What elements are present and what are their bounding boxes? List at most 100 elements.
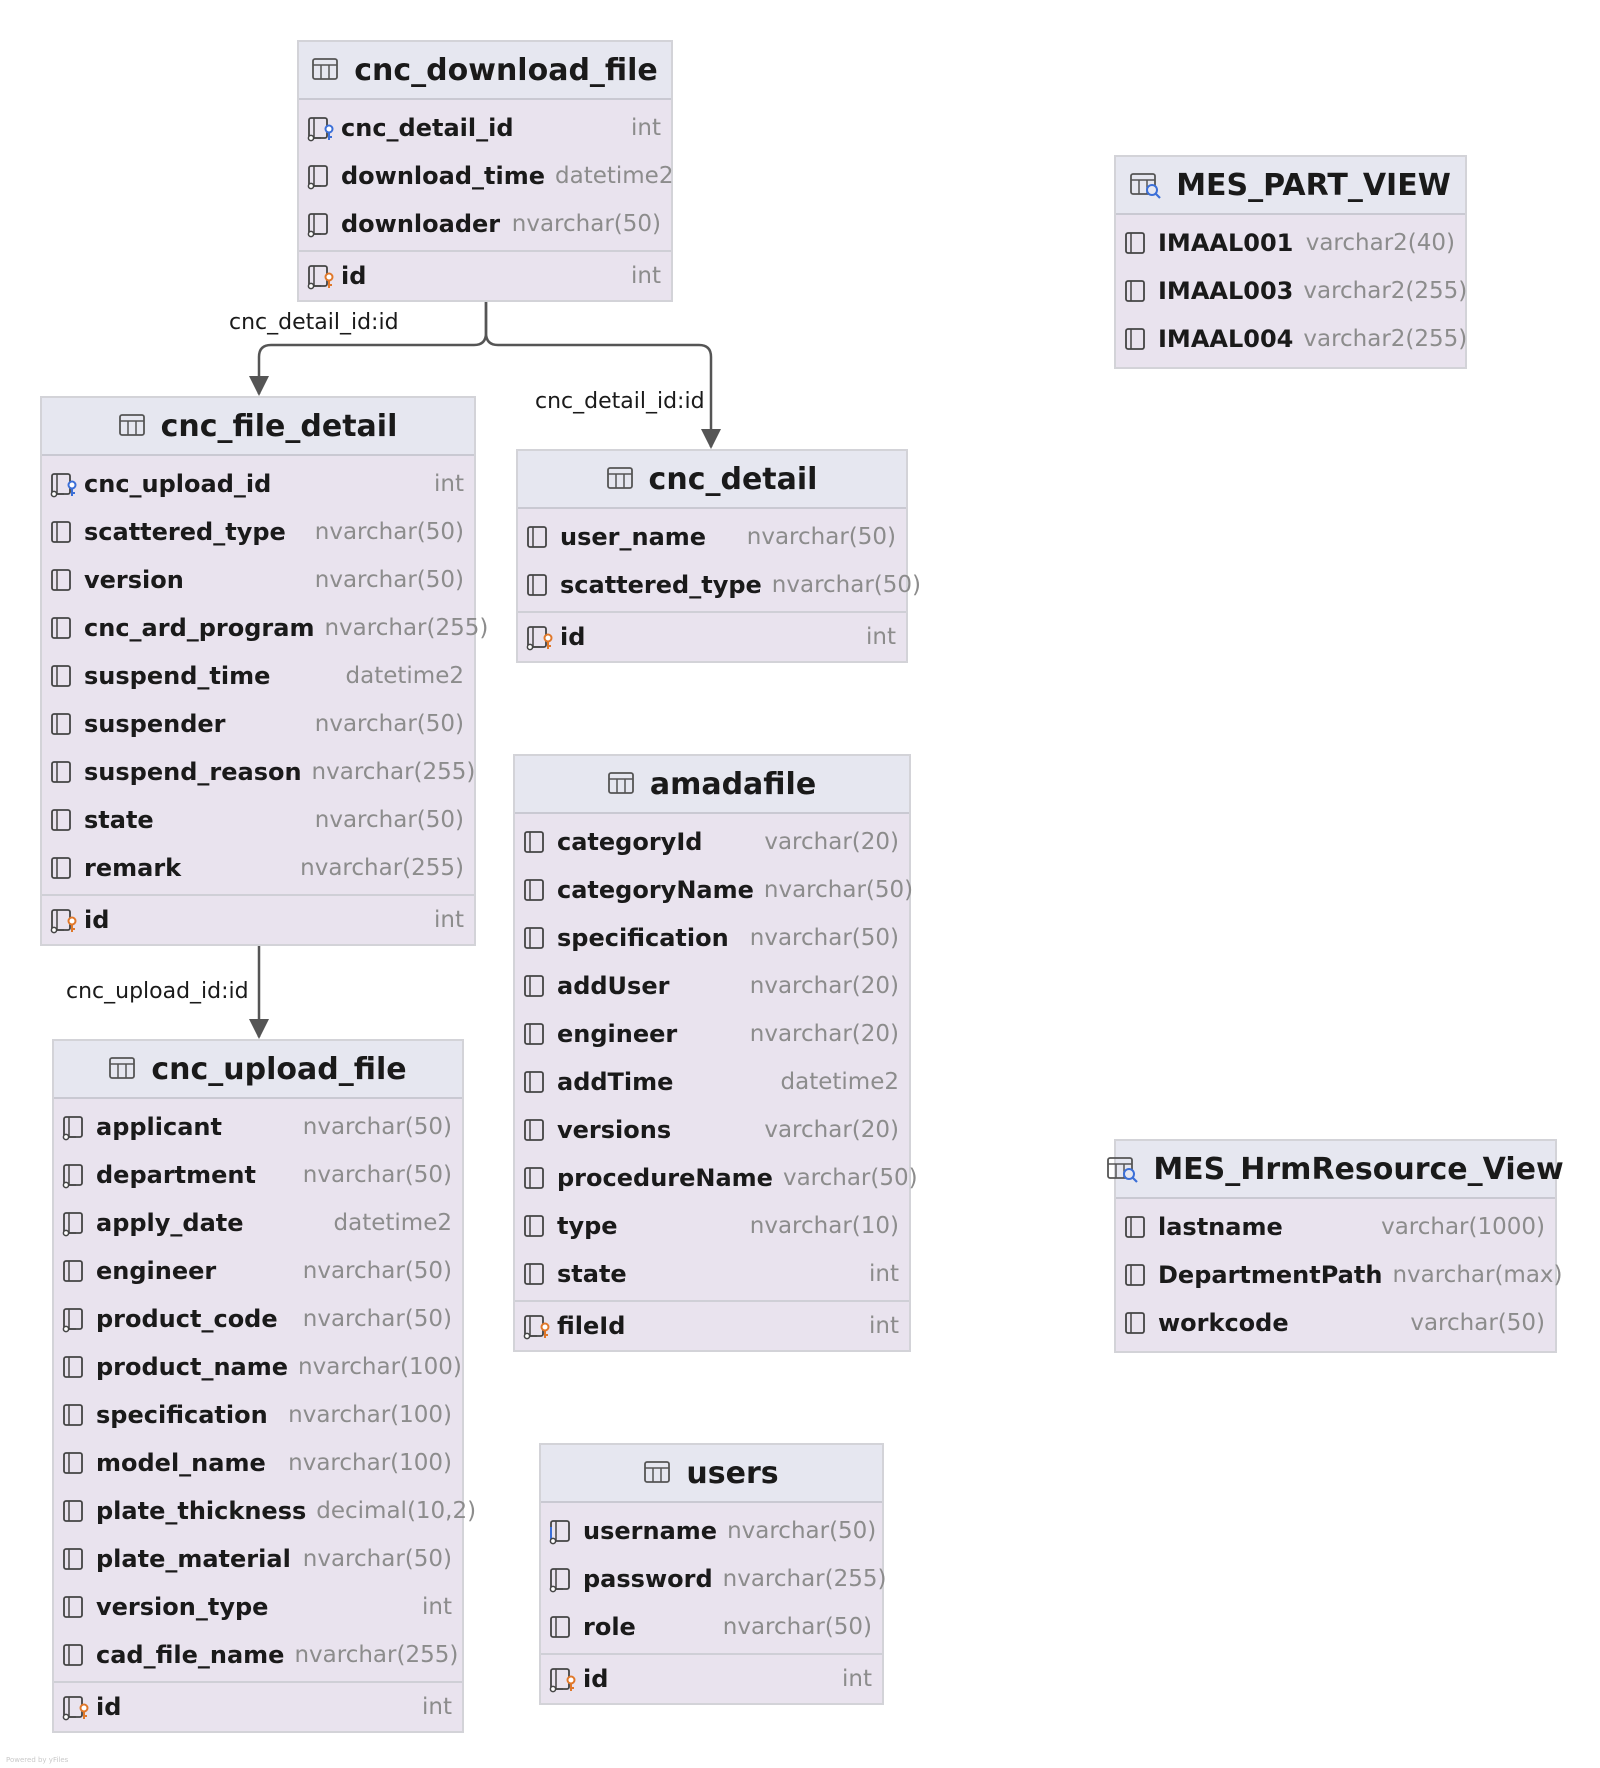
column-name: cnc_ard_program [84,614,315,642]
column-type: int [866,624,896,650]
column-type: nvarchar(50) [749,925,899,951]
column-type: int [842,1666,872,1692]
table-header[interactable]: cnc_download_file [299,42,671,100]
column-type: varchar(20) [764,1117,899,1143]
index-column-icon [549,1564,583,1594]
table-header[interactable]: MES_HrmResource_View [1107,1141,1564,1199]
pk-row[interactable]: id int [518,613,906,661]
column-name: IMAAL001 [1158,229,1294,257]
column-icon [62,1352,96,1382]
table-header[interactable]: cnc_upload_file [54,1041,462,1099]
table-header[interactable]: amadafile [515,756,909,814]
column-icon [523,827,557,857]
column-type: nvarchar(50) [314,567,464,593]
column-type: nvarchar(50) [302,1306,452,1332]
column-name: id [560,623,586,651]
table-title: cnc_upload_file [151,1051,407,1087]
table-title: MES_HrmResource_View [1153,1151,1564,1187]
edge-label-download-file-detail: cnc_detail_id:id [229,310,399,335]
table-header[interactable]: users [541,1445,882,1503]
pk-row[interactable]: id int [54,1683,462,1731]
column-icon [523,1259,557,1289]
column-name: id [341,262,367,290]
column-type: varchar2(40) [1305,230,1455,256]
table-icon [312,56,340,84]
column-icon [62,1448,96,1478]
column-icon [1124,324,1158,354]
column-icon [1124,276,1158,306]
table-header[interactable]: cnc_file_detail [42,398,474,456]
column-type: varchar(1000) [1381,1214,1545,1240]
column-name: suspender [84,710,226,738]
table-header[interactable]: MES_PART_VIEW [1116,157,1465,215]
column-name: downloader [341,210,501,238]
table-header[interactable]: cnc_detail [518,451,906,509]
column-row[interactable]: IMAAL001 varchar2(40) [1116,219,1465,267]
edge-label-file-detail-upload: cnc_upload_id:id [66,979,249,1004]
column-type: int [422,1694,452,1720]
column-name: id [96,1693,122,1721]
column-type: nvarchar(50) [302,1114,452,1140]
column-icon [523,875,557,905]
foreign-key-icon [50,469,84,499]
